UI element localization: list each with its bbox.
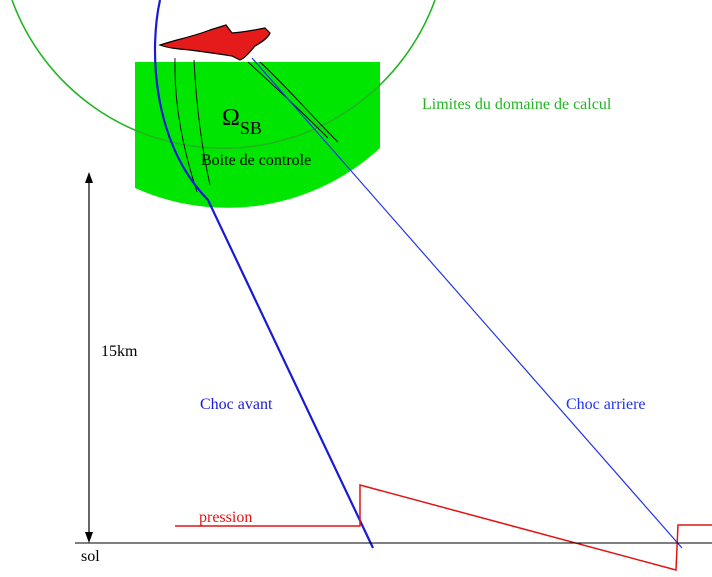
control-box-label: Boite de controle: [201, 152, 312, 169]
domain-limits-label: Limites du domaine de calcul: [422, 96, 612, 113]
front-shock-label: Choc avant: [200, 396, 273, 413]
control-box: [135, 62, 380, 208]
omega-sb-label: ΩSB: [222, 105, 262, 138]
near-field-curve-2: [193, 59, 211, 186]
aircraft-shape: [158, 24, 271, 61]
rear-shock-line: [251, 57, 683, 549]
rear-shock-label: Choc arriere: [566, 396, 646, 413]
domain-boundary-arc: [11, 0, 436, 149]
altitude-arrow: [85, 172, 93, 543]
omega-symbol: Ω: [222, 105, 240, 131]
altitude-label: 15km: [101, 343, 138, 360]
pressure-label: pression: [199, 509, 253, 526]
near-field-curve-1: [174, 57, 198, 193]
pressure-signal: [175, 484, 712, 571]
ground-label: sol: [81, 548, 100, 565]
near-field-curve-4: [259, 61, 339, 143]
omega-subscript: SB: [239, 118, 262, 138]
front-shock-line: [153, 0, 374, 549]
